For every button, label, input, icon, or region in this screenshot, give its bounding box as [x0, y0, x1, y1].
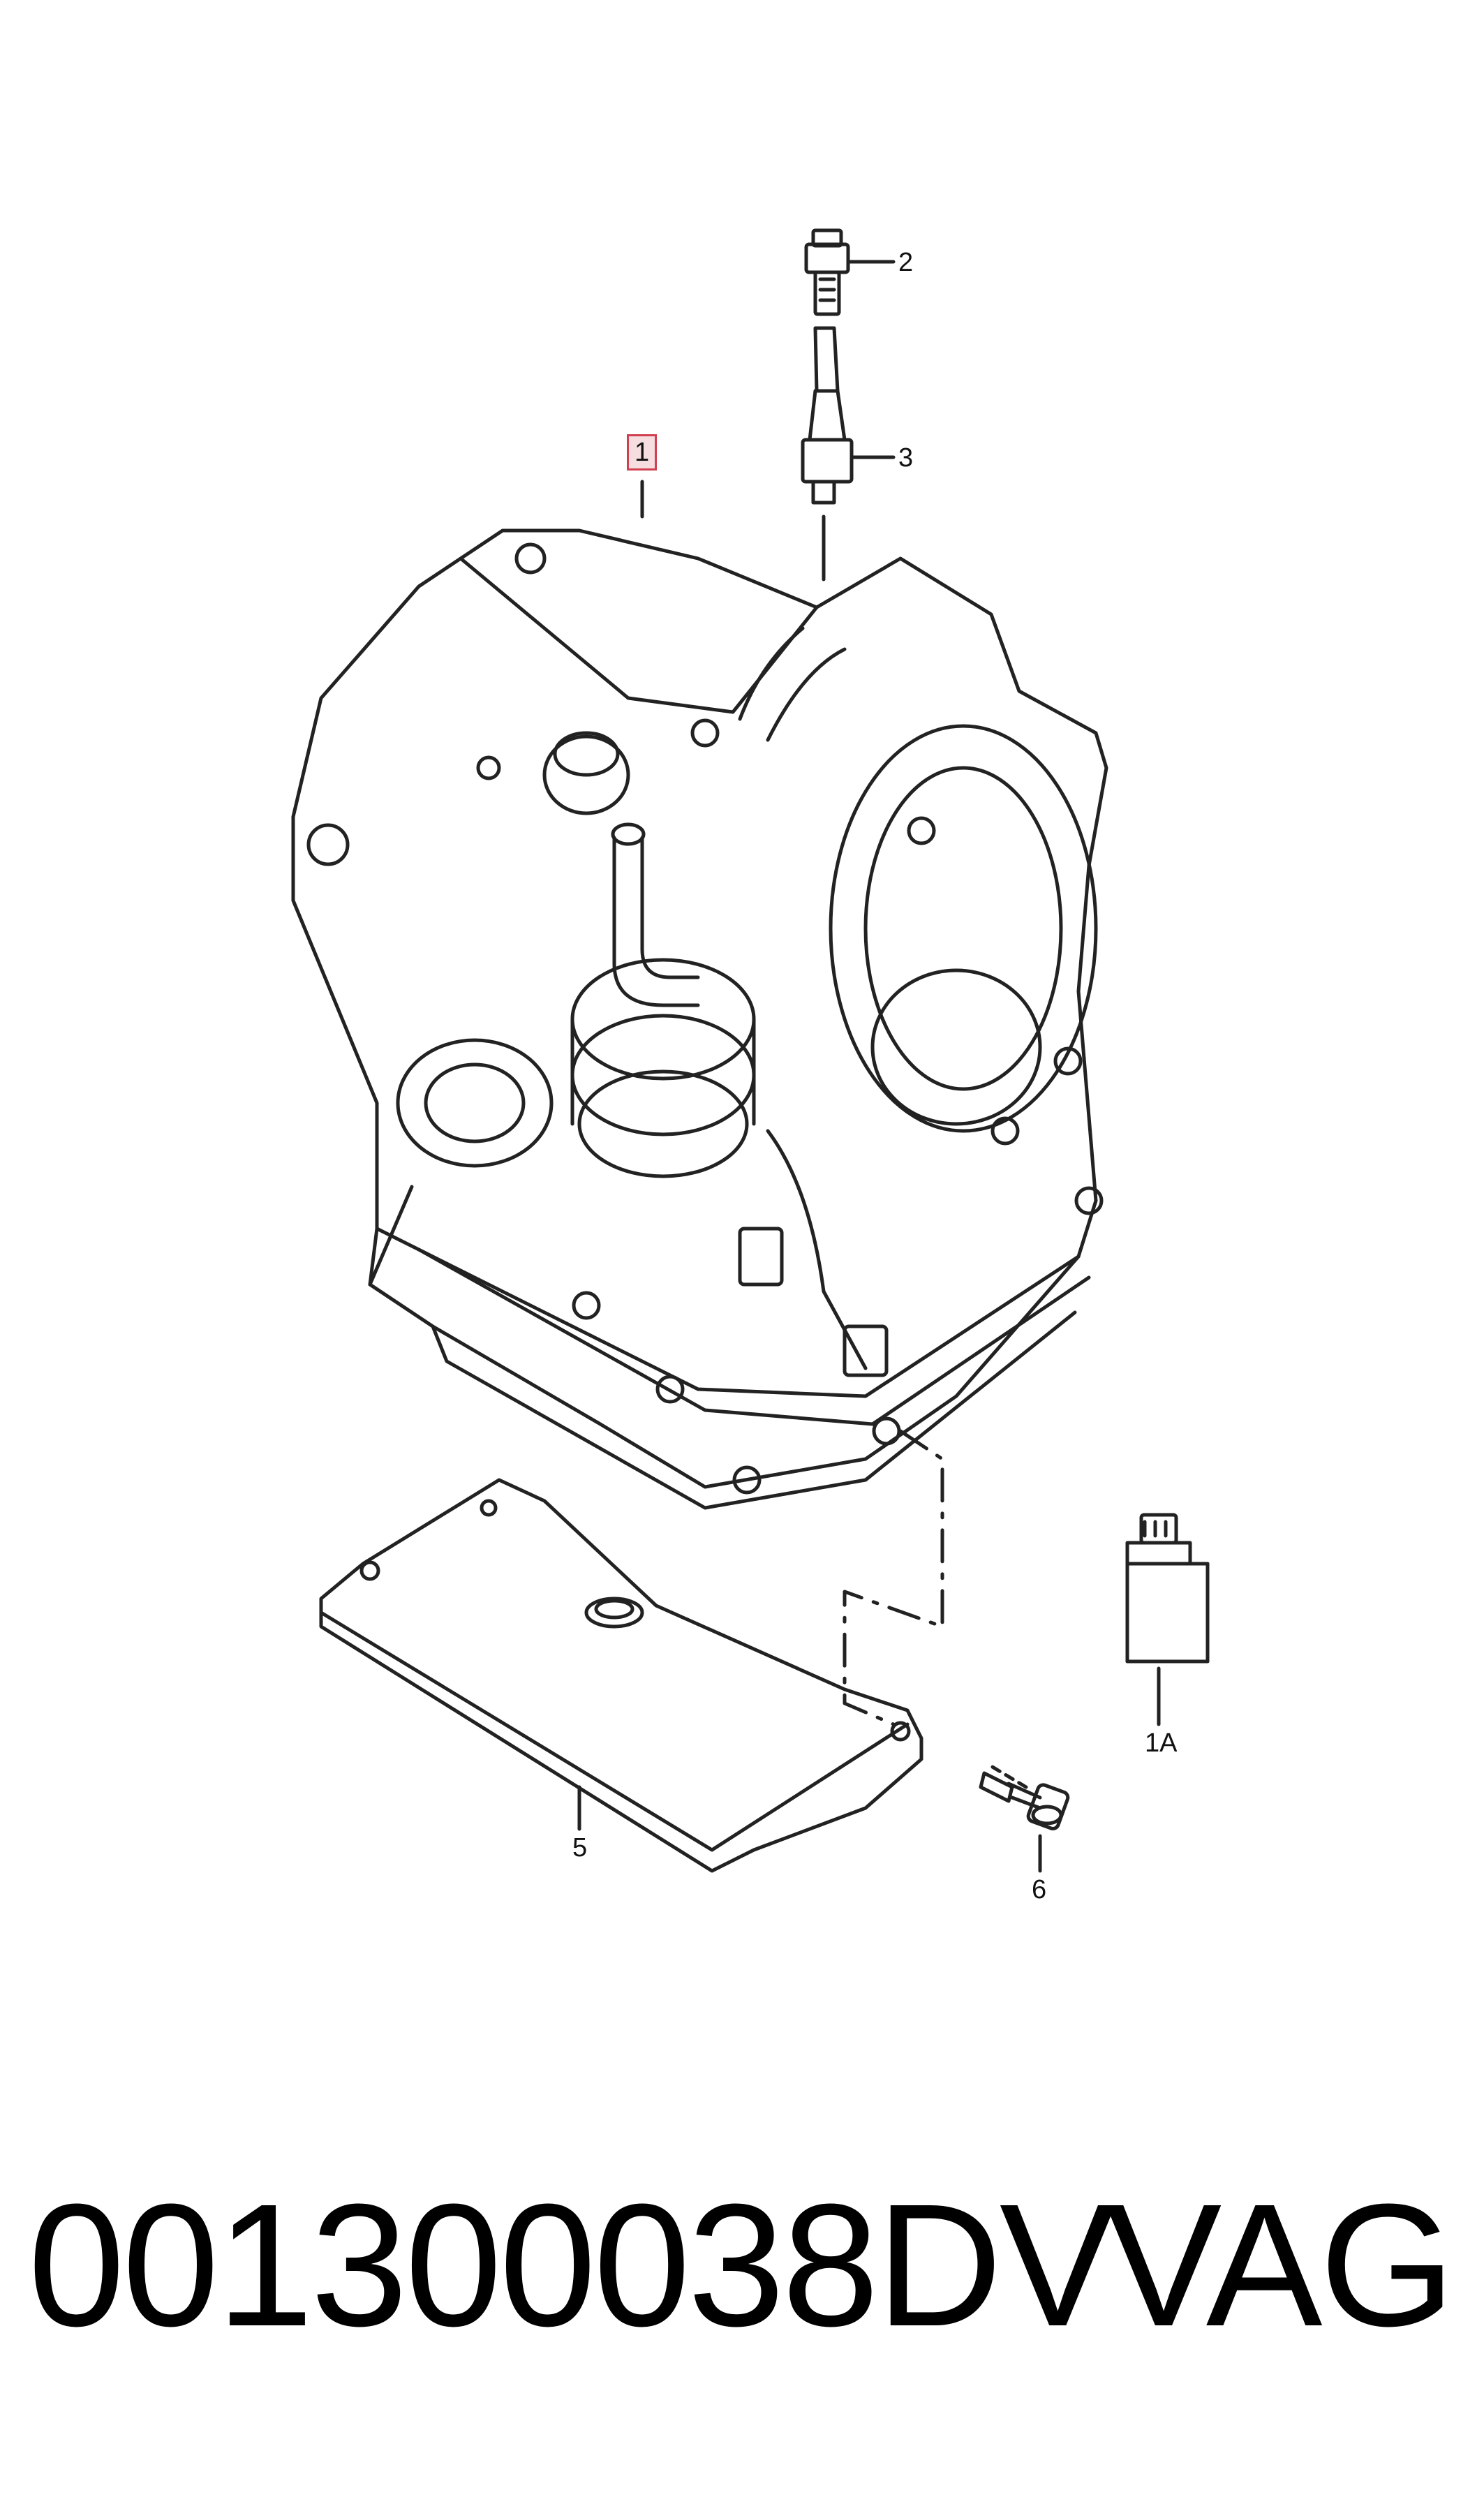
transmission-housing: [291, 528, 1108, 1510]
brand-name: VAG: [1105, 2168, 1455, 2362]
oil-bottle-part-1a: [1125, 1513, 1210, 1726]
callout-5[interactable]: 5: [572, 1833, 588, 1862]
callout-1a[interactable]: 1A: [1145, 1728, 1178, 1758]
callout-6[interactable]: 6: [1032, 1875, 1047, 1904]
callout-2[interactable]: 2: [898, 248, 914, 277]
shaft-part-3: [801, 326, 896, 582]
callout-1[interactable]: 1: [627, 434, 658, 471]
guard-plate-part-5: [319, 1478, 923, 1873]
part-number: 001300038DV: [28, 2168, 1116, 2362]
callout-3[interactable]: 3: [898, 443, 914, 473]
fitting-part-2: [804, 228, 896, 316]
assembly-dashed-line: [843, 1429, 944, 1726]
bolt-part-6: [979, 1764, 1070, 1873]
